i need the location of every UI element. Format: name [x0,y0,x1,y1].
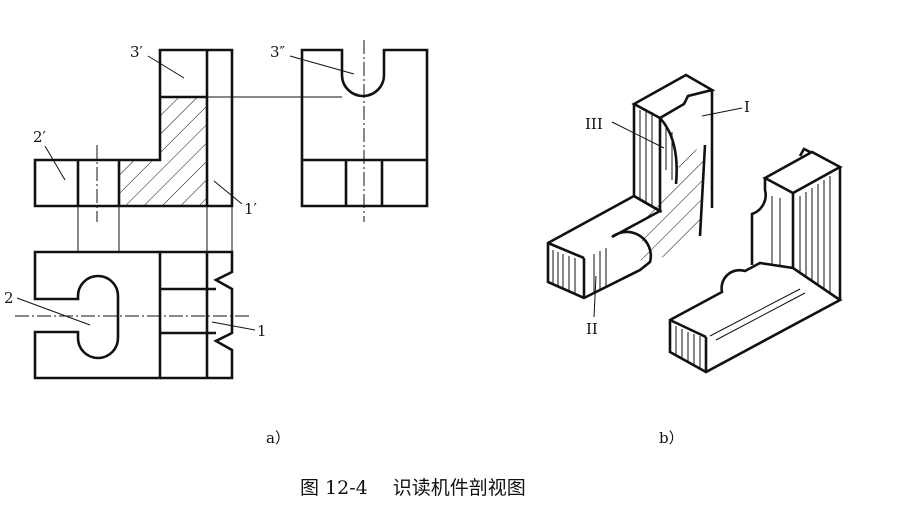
top-view-outline [160,250,234,380]
top-view [15,250,250,380]
figure-title: 图 12-4 识读机件剖视图 [300,477,526,499]
label-iso-II: II [586,320,598,338]
caption-a: a） [266,429,290,447]
caption-b: b） [659,429,684,447]
side-view [300,40,429,222]
iso-complete-part [668,147,843,374]
label-2: 2 [4,289,14,307]
label-iso-I: I [744,98,750,116]
leaders [16,55,355,331]
label-iso-III: III [585,115,603,133]
label-3-prime: 3′ [130,43,144,61]
iso-sectioned-part [546,73,743,318]
front-view-outline [33,48,234,208]
label-2-prime: 2′ [33,128,47,146]
front-hatch-area [119,97,207,206]
label-1: 1 [257,322,267,340]
label-1-prime: 1′ [244,200,258,218]
side-view-outline [300,48,429,208]
label-3-double-prime: 3″ [270,43,286,61]
front-view [33,48,234,222]
projection-lines [77,96,342,252]
top-view-outline [33,250,162,380]
